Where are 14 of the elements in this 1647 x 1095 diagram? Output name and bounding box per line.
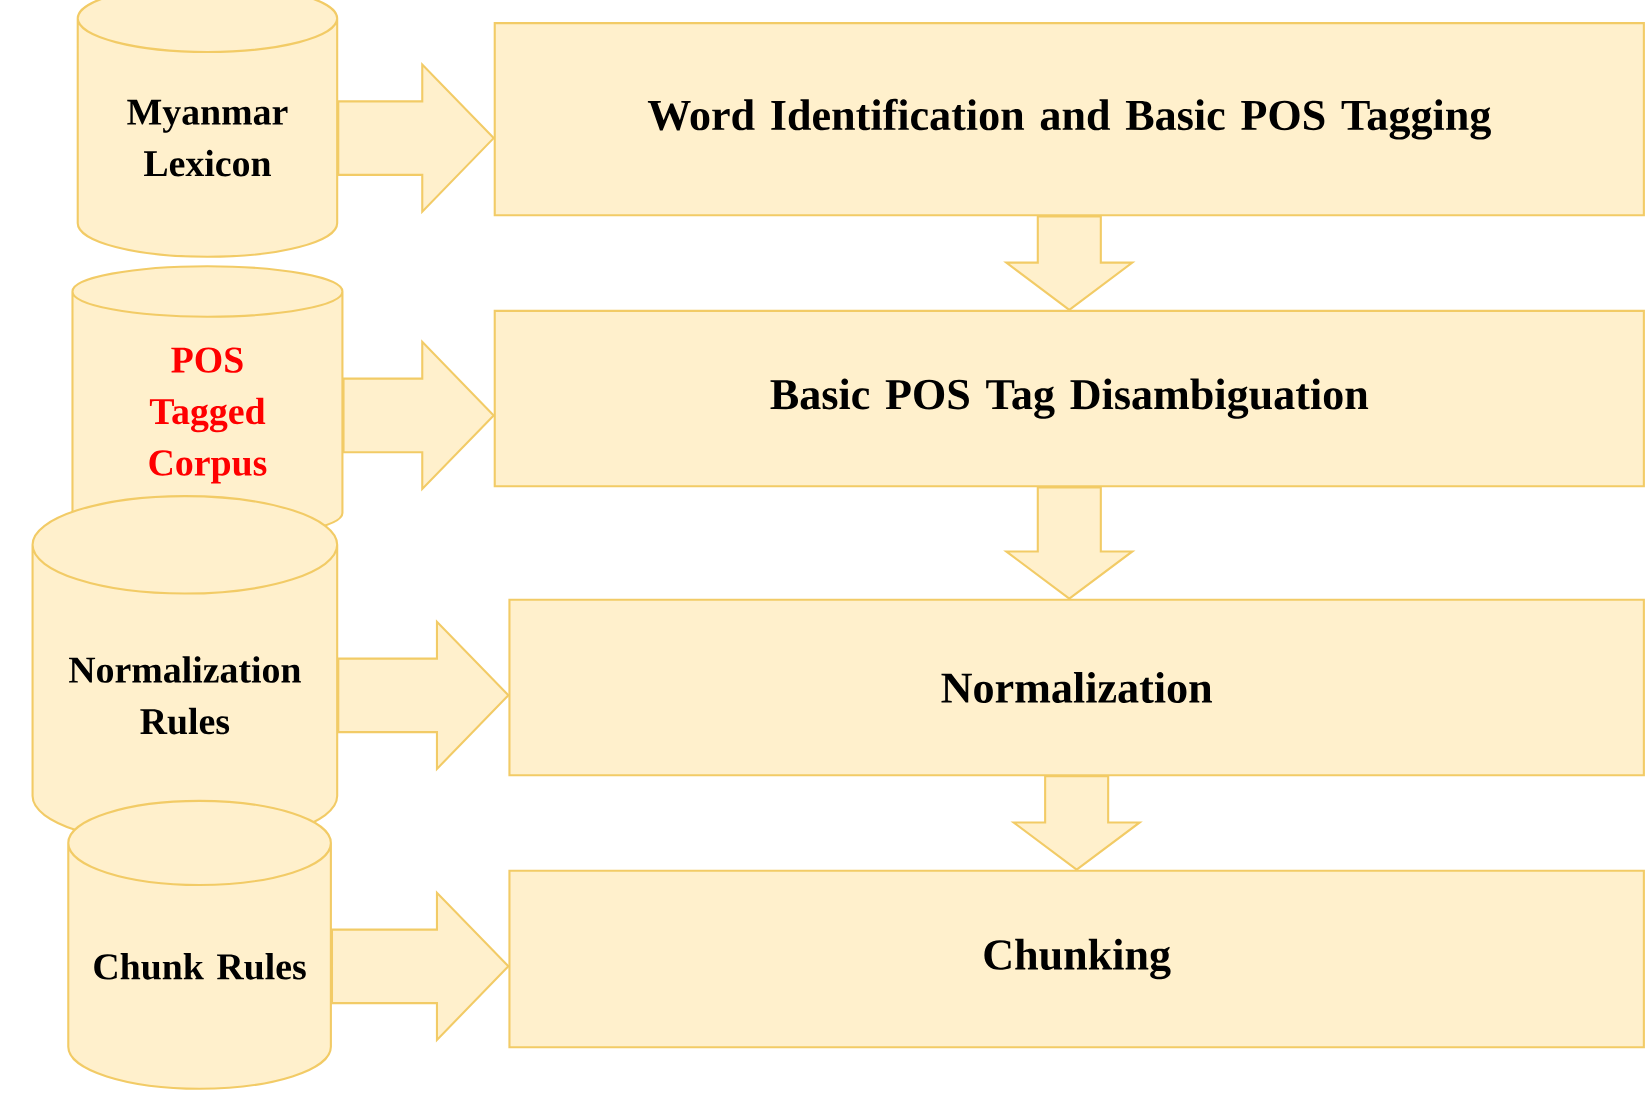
block-arrow [337,62,496,215]
process-box: Chunking [508,869,1645,1049]
block-arrow [1003,215,1136,312]
database-cylinder: Myanmar Lexicon [76,0,339,259]
process-box: Normalization [508,598,1645,777]
block-arrow [342,339,496,492]
database-cylinder: Chunk Rules [67,800,332,1090]
database-cylinder: Normalization Rules [31,495,339,847]
block-arrow [1003,486,1136,601]
process-box: Word Identification and Basic POS Tagging [493,22,1645,217]
process-box: Basic POS Tag Disambiguation [493,310,1645,488]
block-arrow [1010,775,1143,872]
block-arrow [337,619,510,772]
block-arrow [330,890,510,1043]
